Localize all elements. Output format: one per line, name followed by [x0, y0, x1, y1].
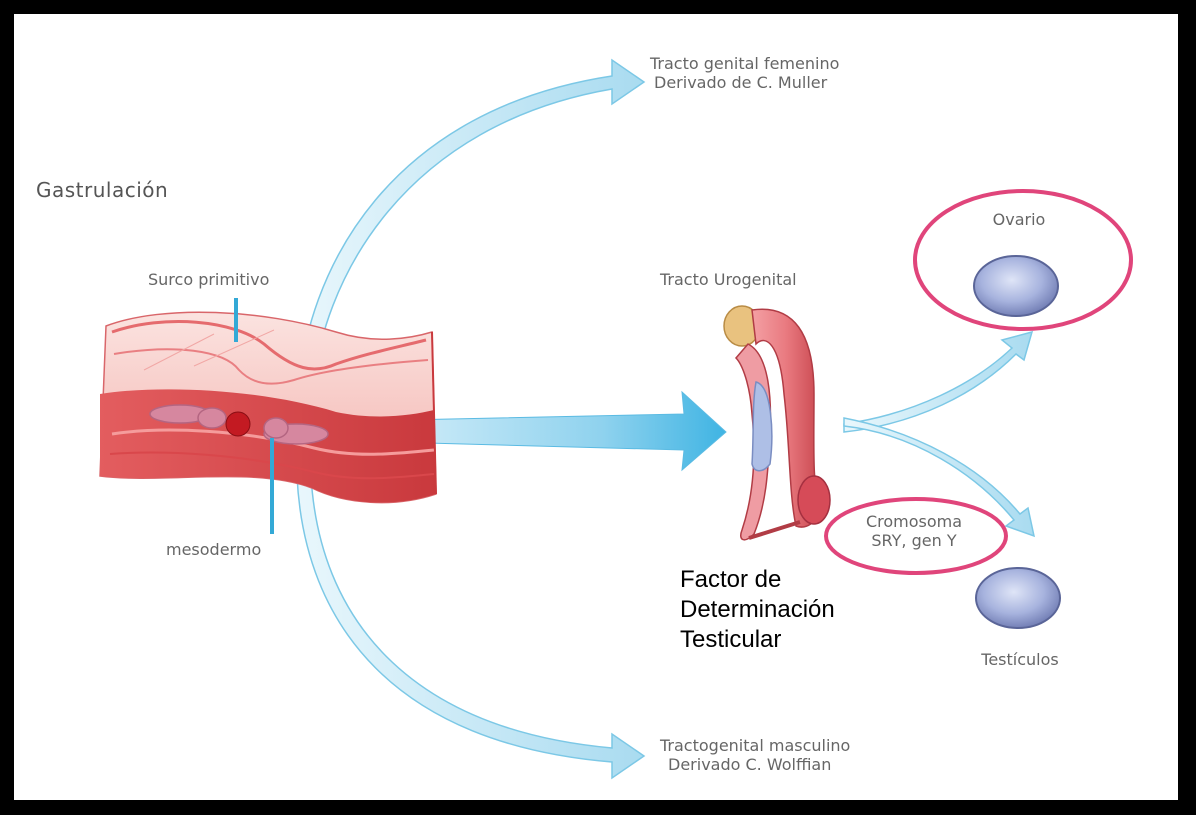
- urogenital-tract-illustration: [724, 306, 830, 540]
- diagram-graphics: [14, 14, 1178, 800]
- annotation-factor-determinacion: Factor de Determinación Testicular: [680, 565, 835, 655]
- label-male-tract-line2: Derivado C. Wolffian: [660, 755, 850, 774]
- label-female-tract-line2: Derivado de C. Muller: [650, 73, 839, 92]
- annotation-line3: Testicular: [680, 625, 835, 655]
- label-male-tract-line1: Tractogenital masculino: [660, 736, 850, 755]
- arrow-to-ovary: [844, 332, 1032, 432]
- tissue-block-illustration: [100, 312, 436, 502]
- label-mesodermo: mesodermo: [166, 540, 261, 559]
- label-female-tract: Tracto genital femenino Derivado de C. M…: [650, 54, 839, 92]
- label-cromosoma-line2: SRY, gen Y: [834, 531, 994, 550]
- label-cromosoma-line1: Cromosoma: [834, 512, 994, 531]
- ovary-illustration: [974, 256, 1058, 316]
- label-cromosoma: Cromosoma SRY, gen Y: [834, 512, 994, 550]
- annotation-line2: Determinación: [680, 595, 835, 625]
- label-male-tract: Tractogenital masculino Derivado C. Wolf…: [660, 736, 850, 774]
- label-tracto-urogenital: Tracto Urogenital: [660, 270, 797, 289]
- label-ovario: Ovario: [974, 210, 1064, 229]
- label-surco-primitivo: Surco primitivo: [148, 270, 269, 289]
- title-gastrulacion: Gastrulación: [36, 181, 168, 200]
- testis-illustration: [976, 568, 1060, 628]
- label-testiculos: Testículos: [960, 650, 1080, 669]
- annotation-line1: Factor de: [680, 565, 835, 595]
- label-female-tract-line1: Tracto genital femenino: [650, 54, 839, 73]
- arrow-to-male-tract: [297, 476, 644, 778]
- diagram-canvas: Gastrulación Surco primitivo mesodermo T…: [14, 14, 1178, 800]
